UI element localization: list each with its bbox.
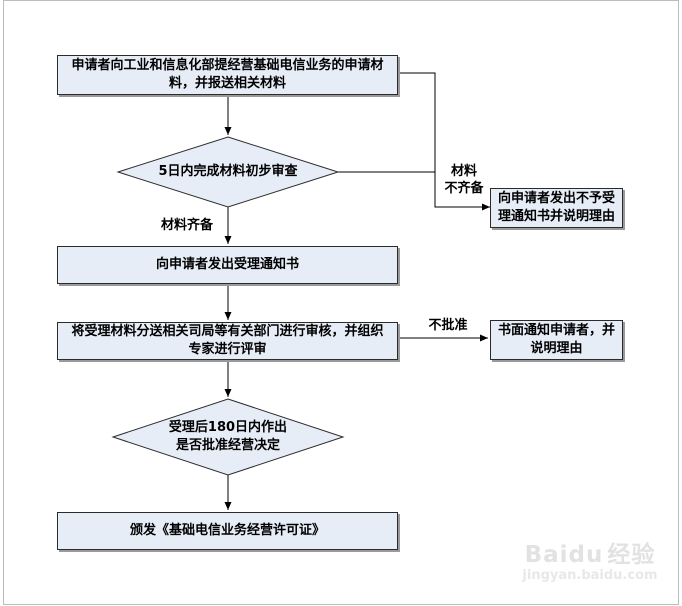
edge-label-not-approved: 不批准 bbox=[428, 318, 468, 333]
flow-box-text-line: 理通知书并说明理由 bbox=[497, 209, 615, 224]
arrow-incomplete-branch bbox=[398, 72, 490, 211]
flow-box-rejection-notice: 向申请者发出不予受 理通知书并说明理由 bbox=[490, 188, 623, 228]
flow-box-text-line: 申请者向工业和信息化部提经营基础电信业务的申请材 bbox=[71, 58, 384, 73]
decision-approval-text: 受理后180日内作出 是否批准经营决定 bbox=[168, 420, 288, 453]
flow-box-text-line: 向申请者发出受理通知书 bbox=[155, 257, 299, 272]
flow-box-text-line: 专家进行评审 bbox=[188, 342, 267, 357]
baidu-logo: Baidu bbox=[524, 542, 604, 568]
watermark-url: jingyan.baidu.com bbox=[522, 568, 658, 583]
decision-initial-review bbox=[116, 136, 340, 208]
flow-box-text-line: 说明理由 bbox=[530, 341, 583, 356]
decision-initial-review-text: 5日内完成材料初步审查 bbox=[158, 164, 298, 179]
decision-approval bbox=[111, 398, 345, 476]
flow-box-text-line: 料，并报送相关材料 bbox=[168, 76, 286, 91]
flow-box-written-notice: 书面通知申请者，并 说明理由 bbox=[490, 320, 623, 360]
jingyan-logo-text: 经验 bbox=[607, 542, 656, 568]
flow-box-issue-license: 颁发《基础电信业务经营许可证》 bbox=[57, 512, 398, 550]
flow-box-text-line: 书面通知申请者，并 bbox=[497, 323, 615, 338]
flow-box-text-line: 颁发《基础电信业务经营许可证》 bbox=[129, 523, 325, 538]
edge-label-materials-complete: 材料齐备 bbox=[160, 218, 213, 233]
edge-label-materials-incomplete: 材料 不齐备 bbox=[444, 164, 484, 196]
flow-box-distribute-review: 将受理材料分送相关司局等有关部门进行审核，并组织 专家进行评审 bbox=[57, 322, 398, 360]
flow-box-text-line: 向申请者发出不予受 bbox=[497, 191, 615, 206]
flow-box-acceptance-notice: 向申请者发出受理通知书 bbox=[57, 246, 398, 284]
flow-box-text-line: 将受理材料分送相关司局等有关部门进行审核，并组织 bbox=[71, 324, 384, 339]
flow-box-submit-application: 申请者向工业和信息化部提经营基础电信业务的申请材 料，并报送相关材料 bbox=[57, 55, 398, 95]
